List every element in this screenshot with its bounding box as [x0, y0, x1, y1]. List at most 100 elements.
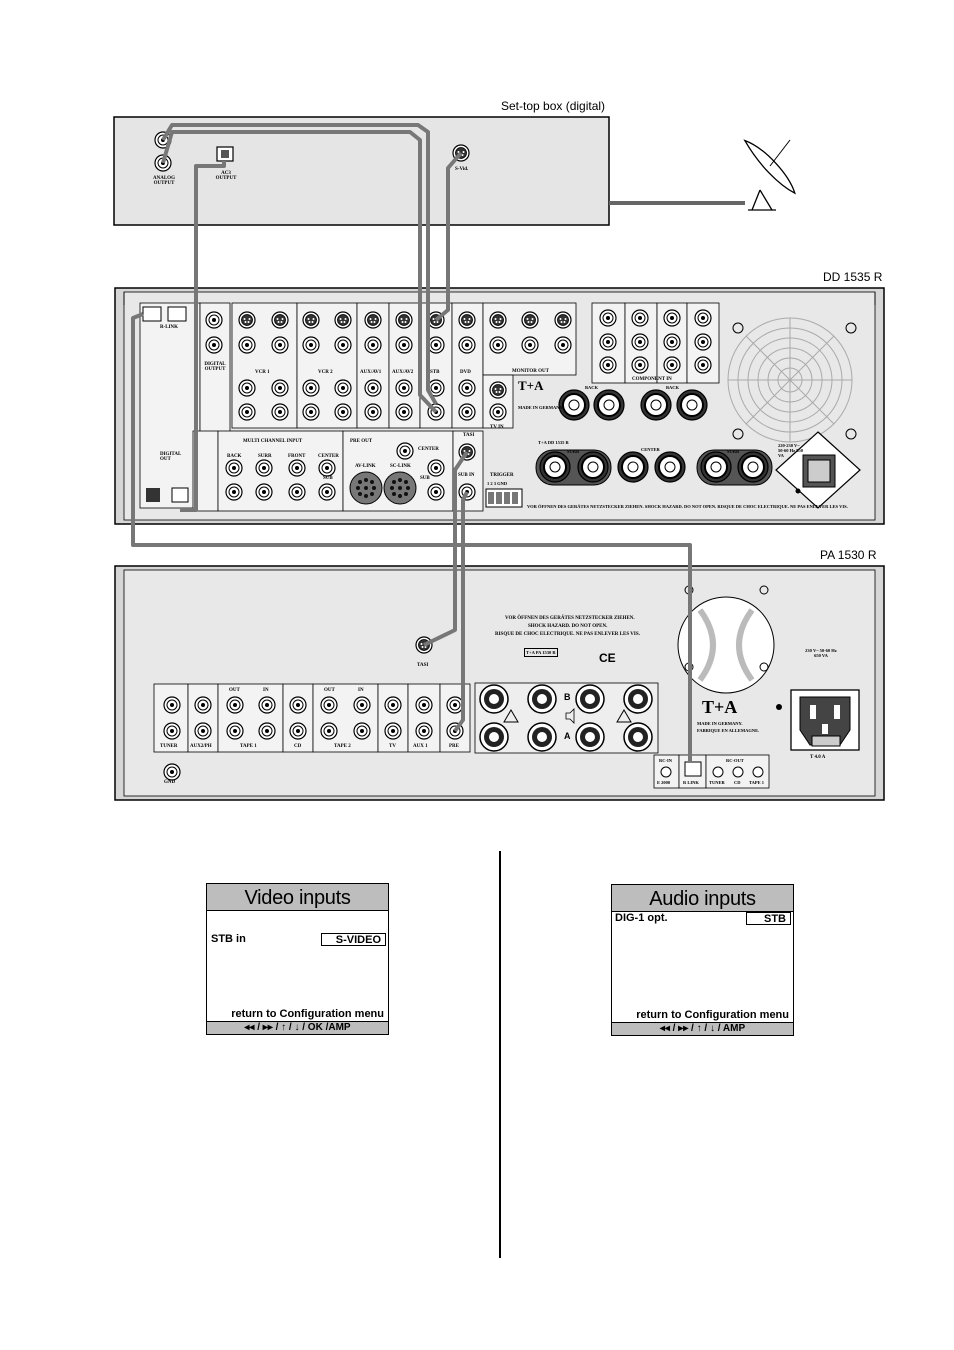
dd1535-sc-link-label: SC-LINK	[390, 464, 411, 469]
dd1535-stb-label: STB	[430, 370, 440, 375]
dd1535-aux-av2-label: AUX/AV2	[392, 370, 414, 375]
pa1530-tape1-label: TAPE 1	[240, 744, 257, 749]
pa1530-pre-label: PRE	[449, 744, 459, 749]
video-stb-row-value[interactable]: S-VIDEO	[321, 933, 386, 946]
dd1535-made-in: MADE IN GERMANY	[518, 405, 563, 410]
dd1535-video-inputs	[231, 302, 577, 429]
pa1530-tape2-out-label: OUT	[324, 688, 335, 693]
pa1530-rlink-port[interactable]	[684, 761, 702, 777]
dd1535-center-terminal-label: CENTER	[641, 447, 660, 452]
dd1535-vcr1-label: VCR 1	[255, 370, 270, 375]
dd1535-aux-av1-label: AUX/AV1	[360, 370, 382, 375]
dd1535-sub-in-label: SUB IN	[458, 473, 475, 478]
video-return-item[interactable]: return to Configuration menu	[231, 1008, 384, 1020]
audio-inputs-title: Audio inputs	[612, 885, 793, 912]
audio-return-item[interactable]: return to Configuration menu	[636, 1009, 789, 1021]
pa1530-cd-label: CD	[294, 744, 302, 749]
pa1530-rc-out-label: RC-OUT	[726, 758, 744, 763]
dd1535-component-in-label: COMPONENT IN	[632, 377, 672, 382]
pa1530-tape2-in-label: IN	[358, 688, 364, 693]
dd1535-rlink-port-2[interactable]	[167, 306, 187, 322]
pa1530-rc-cd-label: CD	[734, 780, 741, 785]
audio-dig1-row-value[interactable]: STB	[746, 912, 791, 925]
dd1535-pre-out-label: PRE OUT	[350, 439, 373, 444]
dd1535-model-plate: T+A DD 1535 R	[538, 440, 569, 445]
dd1535-surr-terminal-label-2: SURR	[727, 449, 740, 454]
pa1530-rc-tuner-label: TUNER	[709, 780, 725, 785]
dd1535-tv-in-label: TV IN	[490, 425, 504, 430]
dd1535-tasi-label: TASI	[463, 433, 475, 438]
dd1535-surr-terminal-label: SURR	[567, 449, 580, 454]
pa1530-tasi-label: TASI	[417, 663, 429, 668]
video-inputs-menu: Video inputs STB in S-VIDEO return to Co…	[206, 883, 389, 1035]
pa1530-aux1-label: AUX 1	[413, 744, 428, 749]
pa1530-channel-a: A	[564, 731, 571, 741]
pa1530-brand-logo: T+A	[702, 697, 738, 717]
audio-menu-footer: ◂◂ / ▸▸ / ↑ / ↓ / AMP	[612, 1022, 793, 1035]
pa1530-tape1-in-label: IN	[263, 688, 269, 693]
dd1535-surr-label: SURR	[258, 454, 272, 459]
pa1530-fan	[677, 585, 775, 694]
dd1535-warning: VOR ÖFFNEN DES GERÄTES NETZSTECKER ZIEHE…	[527, 504, 848, 509]
connection-diagram	[113, 116, 885, 801]
satellite-dish-icon	[743, 139, 796, 211]
dd1535-digital-output-label: DIGITAL OUTPUT	[204, 362, 226, 372]
audio-dig1-row-label[interactable]: DIG-1 opt.	[615, 912, 668, 924]
dd1535-rlink-label: R-LINK	[160, 325, 179, 330]
pa1530-ce-mark: CE	[599, 651, 616, 665]
dd1535-sub-out-label: SUB	[420, 476, 430, 481]
pa1530-warning-3: RISQUE DE CHOC ELECTRIQUE. NE PAS ENLEVE…	[495, 632, 640, 637]
dd1535-power-inlet	[775, 431, 861, 509]
pa1530-rc-section	[653, 754, 770, 789]
stb-svideo-label: S-Vid.	[455, 167, 469, 172]
video-inputs-title: Video inputs	[207, 884, 388, 911]
dd1535-trigger-label: TRIGGER	[490, 473, 514, 478]
pa1530-tuner-label: TUNER	[160, 744, 178, 749]
pa1530-warning-1: VOR ÖFFNEN DES GERÄTES NETZSTECKER ZIEHE…	[505, 616, 635, 621]
pa1530-aux2-label: AUX2/PH	[190, 744, 212, 749]
pa1530-channel-b: B	[564, 692, 571, 702]
pa1530-fuse-label: T 4.0 A	[810, 755, 826, 760]
video-menu-footer: ◂◂ / ▸▸ / ↑ / ↓ / OK /AMP	[207, 1021, 388, 1034]
dd1535-multichannel-input	[192, 430, 523, 512]
pa1530-tv-label: TV	[389, 744, 396, 749]
pa1530-warning-2: SHOCK HAZARD. DO NOT OPEN.	[528, 624, 608, 629]
dd1535-center-out-label: CENTER	[418, 447, 439, 452]
dd1535-monitor-out-label: MONITOR OUT	[512, 369, 549, 374]
dd1535-brand-logo: T+A	[518, 378, 544, 393]
dd1535-power-rating: 220-230 V~ 50-60 Hz 850 VA	[778, 443, 803, 458]
stb-title: Set-top box (digital)	[501, 99, 606, 113]
dd1535-digital-optical[interactable]	[171, 487, 189, 503]
dd1535-back-terminal-label: BACK	[585, 385, 599, 390]
audio-inputs-menu: Audio inputs DIG-1 opt. STB return to Co…	[611, 884, 794, 1036]
dd1535-av-link-label: AV-LINK	[355, 464, 376, 469]
pa1530-rc-tape1-label: TAPE 1	[749, 780, 765, 785]
dd1535-title: DD 1535 R	[823, 270, 883, 284]
pa1530-title: PA 1530 R	[820, 548, 877, 562]
dd1535-dvd-label: DVD	[460, 370, 471, 375]
dd1535-vcr2-label: VCR 2	[318, 370, 333, 375]
pa1530-tape2-label: TAPE 2	[334, 744, 351, 749]
pa1530-tape1-out-label: OUT	[229, 688, 240, 693]
pa1530-model-plate: T+A PA 1530 R	[524, 648, 558, 657]
dd1535-digital-out-label: DIGITAL OUT	[160, 452, 182, 462]
pa1530-e2000-label: E 2000	[657, 780, 671, 785]
pa1530-gnd-label: GND	[164, 780, 176, 785]
dd1535-back-terminal-label-2: BACK	[666, 385, 680, 390]
dd1535-multi-channel-label: MULTI CHANNEL INPUT	[243, 439, 303, 444]
pa1530-power-rating: 230 V~ 50-60 Hz 650 VA	[805, 648, 837, 658]
cables	[131, 123, 692, 762]
dd1535-rlink-port-1[interactable]	[142, 306, 162, 322]
pa1530-speaker-terminals	[474, 682, 659, 754]
dd1535-fan-grill	[727, 317, 857, 443]
dd1535-speaker-terminals	[535, 449, 773, 486]
dd1535-trigger-pins: 1 2 3 GND	[487, 481, 508, 486]
dd1535-back-label: BACK	[227, 454, 242, 459]
dd1535-front-label: FRONT	[288, 454, 306, 459]
stb-analog-output-label: ANALOG OUTPUT	[153, 176, 175, 186]
pa1530-rc-in-label: RC-IN	[659, 758, 672, 763]
video-stb-row-label[interactable]: STB in	[211, 933, 246, 945]
pa1530-gnd[interactable]	[163, 763, 181, 781]
dd1535-center-label: CENTER	[318, 454, 339, 459]
pa1530-inputs	[153, 683, 471, 781]
